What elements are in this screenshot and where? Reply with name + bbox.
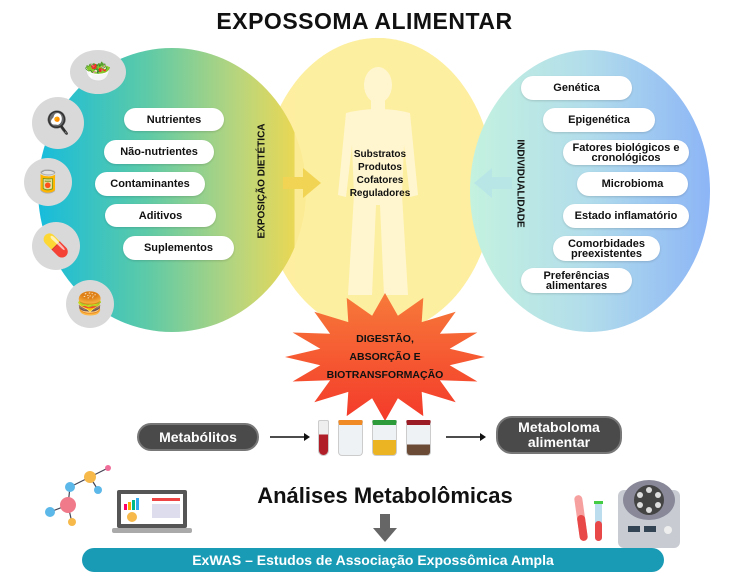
individuality-label: INDIVIDUALIDADE [514,139,526,228]
test-tubes-icon [574,495,603,541]
digestion-line: ABSORÇÃO E [349,351,421,363]
arrow-right-icon [270,433,310,441]
mixed-foods-icon: 🥗 [70,50,126,94]
fast-food-icon: 🍔 [66,280,114,328]
metabolome-pill: Metaboloma alimentar [496,416,622,454]
individuality-item: Comorbidades preexistentes [553,236,660,261]
dietary-item: Não-nutrientes [104,140,214,164]
dietary-item: Contaminantes [95,172,205,196]
laptop-chart-icon [112,490,192,533]
human-silhouette-icon [338,67,418,295]
blood-tube-icon [318,420,329,456]
individuality-item: Microbioma [577,172,688,196]
individuality-item: Estado inflamatório [563,204,689,228]
urine-container-icon [372,420,397,456]
body-item: Reguladores [349,188,411,199]
body-item: Produtos [358,162,402,173]
arrow-right-icon [283,168,321,198]
arrow-right-icon [446,433,486,441]
digestion-line: BIOTRANSFORMAÇÃO [326,369,444,381]
dietary-item: Aditivos [105,204,216,227]
exwas-banner: ExWAS – Estudos de Associação Expossômic… [82,548,664,572]
page-title: EXPOSSOMA ALIMENTAR [216,8,513,34]
digestion-label: DIGESTÃO, ABSORÇÃO E BIOTRANSFORMAÇÃO [300,330,470,384]
individuality-item: Fatores biológicos e cronológicos [563,140,689,165]
soda-cans-icon: 🥫 [24,158,72,206]
individuality-item: Epigenética [543,108,655,132]
dietary-item: Nutrientes [124,108,224,131]
stool-container-icon [406,420,431,456]
plate-meal-icon: 🍳 [32,97,84,149]
body-item: Substratos [353,149,407,160]
analysis-heading: Análises Metabolômicas [257,483,513,508]
individuality-item: Preferências alimentares [521,268,632,293]
metabolites-pill: Metabólitos [137,423,259,451]
body-item: Cofatores [356,175,404,186]
arrow-left-icon [474,168,512,198]
dietary-exposure-label: EXPOSIÇÃO DIETÉTICA [256,123,268,239]
arrow-down-icon [373,514,397,542]
centrifuge-icon [618,480,680,548]
supplement-bottles-icon: 💊 [32,222,80,270]
sample-container-icon [338,420,363,456]
molecule-icon [45,465,111,526]
digestion-line: DIGESTÃO, [356,333,414,345]
starburst-shape [285,293,485,421]
individuality-item: Genética [521,76,632,100]
dietary-item: Suplementos [123,236,234,260]
